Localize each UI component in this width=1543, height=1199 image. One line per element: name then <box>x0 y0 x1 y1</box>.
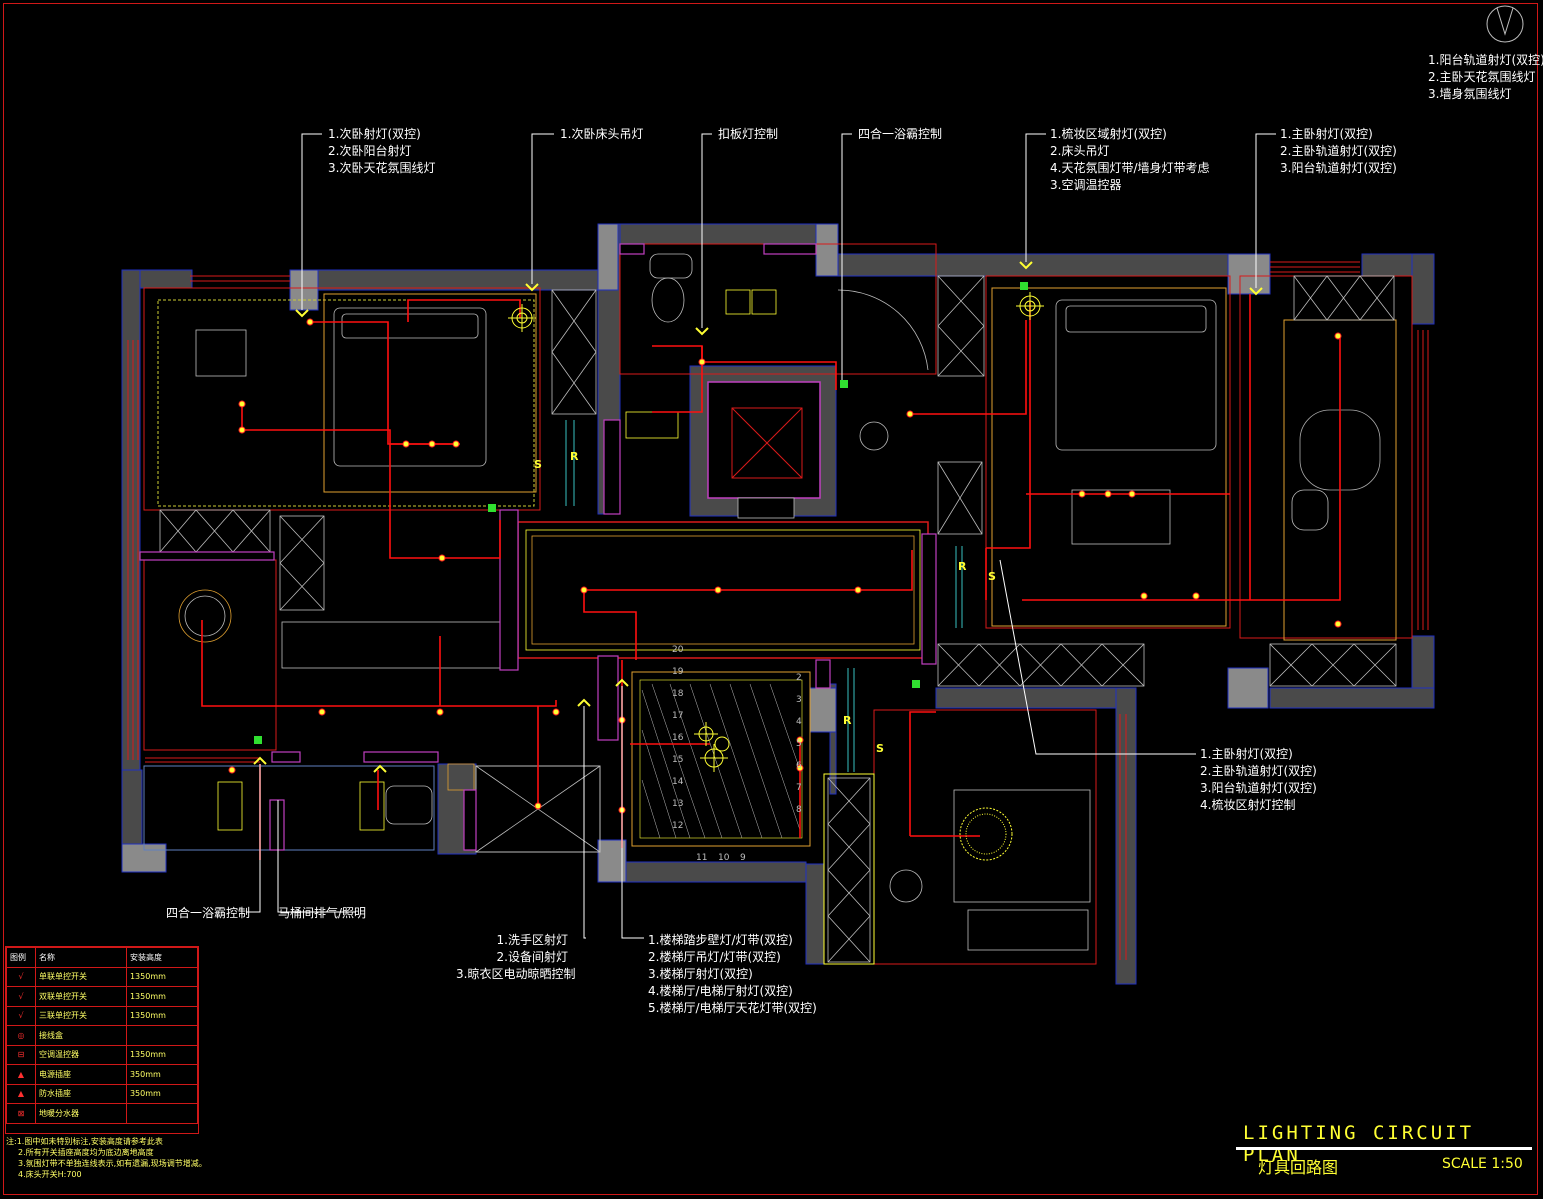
furniture <box>178 253 1381 951</box>
switch-s-label: S <box>534 458 542 471</box>
stair-hatch <box>641 683 801 839</box>
callout-master-right: 1.主卧射灯(双控)2.主卧轨道射灯(双控)3.阳台轨道射灯(双控)4.梳妆区射… <box>1200 747 1317 812</box>
callout-toilet-fan: 马桶间排气/照明 <box>278 906 367 920</box>
stair-step-numbers: 20 19 18 17 16 15 14 13 12 11 10 9 8 7 6 5 4 3 2 <box>672 645 802 863</box>
stair-step-number: 2 <box>796 673 802 683</box>
stair-step-number: 16 <box>672 733 684 743</box>
cabinets <box>159 275 1397 963</box>
stair-step-number: 19 <box>672 667 684 677</box>
lamps <box>228 318 1342 814</box>
stair-step-number: 4 <box>796 717 802 727</box>
title-underline <box>1236 1147 1532 1150</box>
partitions <box>139 243 937 851</box>
rooms <box>143 243 1413 965</box>
callout-bedroom2-pendant: 1.次卧床头吊灯 <box>560 127 644 141</box>
callout-ceiling-light: 扣板灯控制 <box>718 127 779 141</box>
stair-step-number: 7 <box>796 783 802 793</box>
legend-header: 安装高度 <box>125 947 199 968</box>
stair-step-number: 11 <box>696 853 707 863</box>
notes: 注:1.图中如未特别标注,安装高度请参考此表 2.所有开关插座高度均为底边离地高… <box>6 1137 207 1179</box>
callout-master-top: 1.主卧射灯(双控)2.主卧轨道射灯(双控)3.阳台轨道射灯(双控) <box>1280 127 1397 175</box>
stair-step-number: 20 <box>672 645 684 655</box>
leader-lines <box>246 133 1276 939</box>
callout-stair-area: 1.楼梯踏步壁灯/灯带(双控)2.楼梯厅吊灯/灯带(双控)3.楼梯厅射灯(双控)… <box>648 933 817 1015</box>
windows <box>127 261 1429 960</box>
stair-step-number: 13 <box>672 799 683 809</box>
legend-header: 名称 <box>35 947 127 968</box>
stair-step-number: 5 <box>796 739 802 749</box>
switch-s-label: S <box>988 570 996 583</box>
stair-step-number: 14 <box>672 777 684 787</box>
north-arrow-icon <box>1486 5 1524 43</box>
outlet-markers <box>254 282 1028 744</box>
stair-step-number: 18 <box>672 689 684 699</box>
stair-step-number: 17 <box>672 711 683 721</box>
pendant-lamps <box>508 292 1044 861</box>
legend-header: 图例 <box>6 947 36 968</box>
switch-s-label: S <box>876 742 884 755</box>
stair-step-number: 3 <box>796 695 802 705</box>
callout-bath-heater-bottom: 四合一浴霸控制 <box>166 906 251 920</box>
riser-r-label: R <box>570 450 579 463</box>
switch-markers <box>253 261 1263 773</box>
callout-bath-heater-top: 四合一浴霸控制 <box>858 127 943 141</box>
stair-step-number: 10 <box>718 853 730 863</box>
riser-r-label: R <box>958 560 967 573</box>
drawing-scale: SCALE 1:50 <box>1442 1156 1523 1172</box>
legend-row: ⊠地暖分水器 <box>6 1103 199 1124</box>
legend-row: ◎接线盒 <box>6 1025 199 1046</box>
columns <box>121 223 1271 883</box>
stair-step-number: 9 <box>740 853 746 863</box>
stair-step-number: 12 <box>672 821 683 831</box>
riser-r-label: R <box>843 714 852 727</box>
drawing-title-cn: 灯具回路图 <box>1258 1158 1339 1177</box>
stair-step-number: 6 <box>796 761 802 771</box>
stair-step-number: 8 <box>796 805 802 815</box>
riser-lines <box>565 420 963 772</box>
stair-step-number: 15 <box>672 755 683 765</box>
